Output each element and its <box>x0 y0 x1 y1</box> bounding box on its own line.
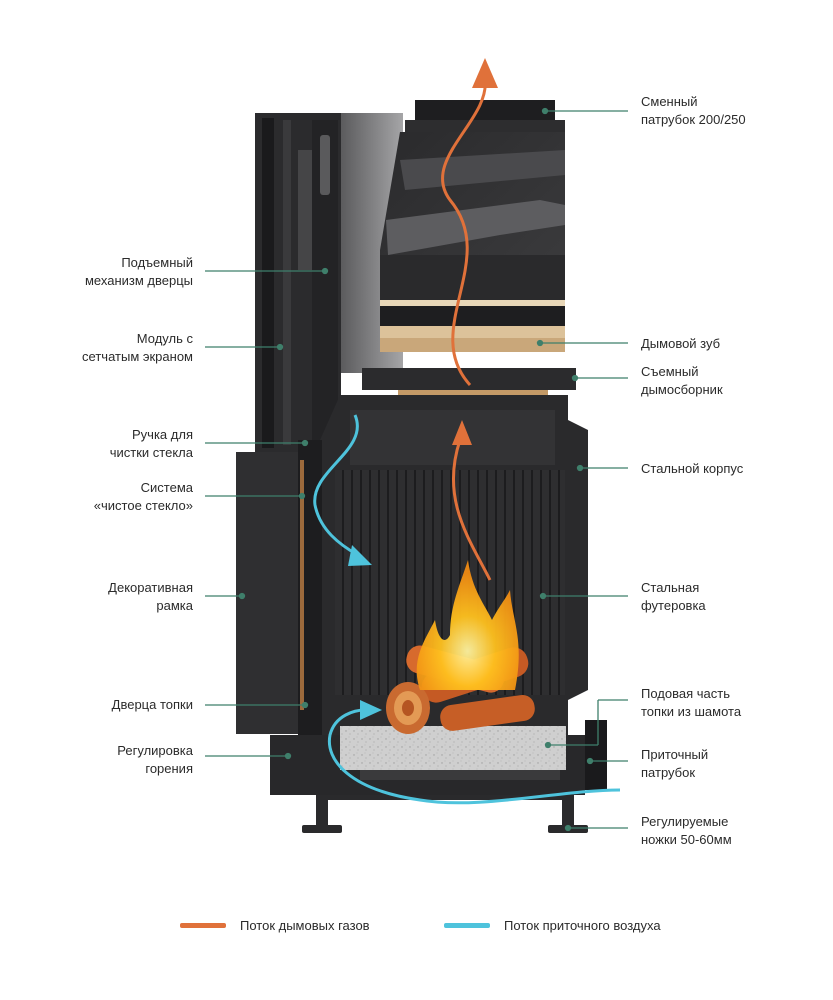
smoke-flow-upper <box>441 79 487 387</box>
leader-lines-left <box>205 267 329 760</box>
leader-lines-right <box>536 107 628 832</box>
lifting-mechanism <box>255 113 341 453</box>
air-arrow-head-lower <box>360 700 382 720</box>
legend-air-label: Поток приточного воздуха <box>504 918 661 933</box>
legend-air-swatch <box>444 923 490 928</box>
legend-smoke-flow: Поток дымовых газов <box>180 918 370 933</box>
door-rail <box>300 460 304 710</box>
air-flow-lower <box>327 708 621 805</box>
decorative-frame <box>236 452 298 734</box>
label-mesh-module: Модуль с сетчатым экраном <box>82 331 193 364</box>
smoke-arrow-head-upper <box>472 58 498 88</box>
label-chamotte-hearth: Подовая часть топки из шамота <box>641 686 742 719</box>
air-flow-upper <box>313 414 359 557</box>
label-smoke-tooth: Дымовой зуб <box>641 336 721 351</box>
label-lifting-mechanism: Подъемный механизм дверцы <box>84 255 193 288</box>
label-steel-body: Стальной корпус <box>641 461 744 476</box>
label-flue-pipe: Сменный патрубок 200/250 <box>641 94 746 127</box>
label-combustion-control: Регулировка горения <box>117 743 193 776</box>
label-smoke-collector: Съемный дымосборник <box>641 364 723 397</box>
label-steel-lining: Стальная футеровка <box>641 580 706 613</box>
flue-pipe-flange <box>405 120 565 132</box>
smoke-collector <box>362 368 576 390</box>
chamotte-hearth <box>340 726 566 770</box>
smoke-flow-arrow <box>451 439 492 581</box>
label-inlet-pipe: Приточный патрубок <box>641 747 709 780</box>
legend-smoke-swatch <box>180 923 226 928</box>
smoke-tooth <box>380 300 565 352</box>
label-adjustable-legs: Регулируемые ножки 50-60мм <box>641 814 732 847</box>
label-clean-glass-system: Система «чистое стекло» <box>93 480 193 513</box>
smoke-arrow-head-lower <box>452 420 472 445</box>
label-glass-cleaning-handle: Ручка для чистки стекла <box>109 427 193 460</box>
air-arrow-head-upper <box>348 545 372 566</box>
fire-flame <box>416 560 519 690</box>
label-decorative-frame: Декоративная рамка <box>108 580 193 613</box>
legend-air-flow: Поток приточного воздуха <box>444 918 661 933</box>
legend-smoke-label: Поток дымовых газов <box>240 918 370 933</box>
label-firebox-door: Дверца топки <box>111 697 193 712</box>
smoke-hood <box>380 132 565 300</box>
adjustable-legs <box>302 795 588 833</box>
